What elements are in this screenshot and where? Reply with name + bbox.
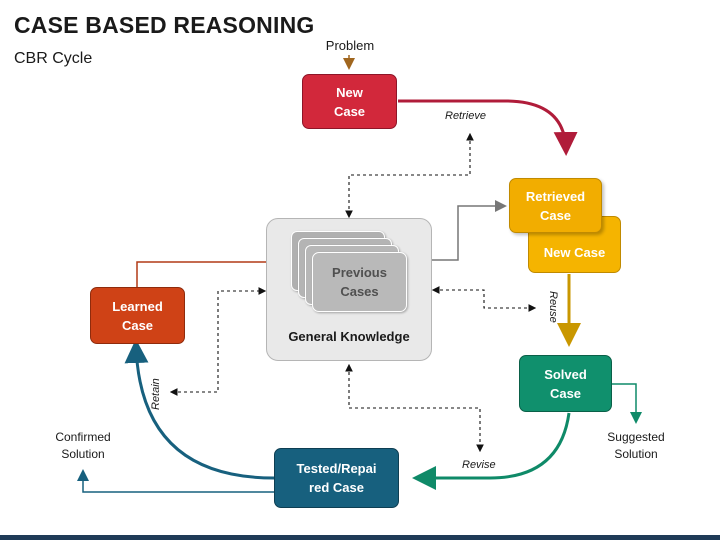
previous-cases-box: Previous Cases bbox=[312, 252, 407, 312]
retrieve-label: Retrieve bbox=[445, 110, 486, 122]
retrieve-dashed-line bbox=[345, 132, 474, 219]
solved-case-box: Solved Case bbox=[519, 355, 612, 412]
retain-label: Retain bbox=[150, 378, 162, 410]
problem-label: Problem bbox=[325, 38, 375, 53]
revise-dashed-line bbox=[345, 363, 484, 453]
general-knowledge-label: General Knowledge bbox=[288, 329, 410, 344]
learned-case-box: Learned Case bbox=[90, 287, 185, 344]
footer-bar bbox=[0, 535, 720, 540]
retrieve-arrow bbox=[398, 99, 578, 156]
confirmed-solution-line bbox=[77, 469, 274, 493]
suggested-solution-line bbox=[612, 383, 642, 424]
new-case-box: New Case bbox=[302, 74, 397, 129]
suggested-solution-label: Suggested Solution bbox=[607, 430, 665, 461]
tested-repaired-case-box: Tested/Repai red Case bbox=[274, 448, 399, 508]
retrieved-case-box: Retrieved Case bbox=[509, 178, 602, 233]
retain-dashed-line bbox=[169, 287, 267, 396]
retain-arrow bbox=[124, 339, 275, 480]
revise-label: Revise bbox=[462, 459, 496, 471]
page-subtitle: CBR Cycle bbox=[14, 50, 93, 67]
reuse-dashed-line bbox=[431, 286, 537, 312]
reuse-label: Reuse bbox=[547, 291, 559, 323]
learned-to-knowledge-line bbox=[136, 256, 289, 287]
page-title: CASE BASED REASONING bbox=[14, 12, 315, 38]
revise-arrow bbox=[412, 412, 571, 490]
confirmed-solution-label: Confirmed Solution bbox=[55, 430, 111, 461]
